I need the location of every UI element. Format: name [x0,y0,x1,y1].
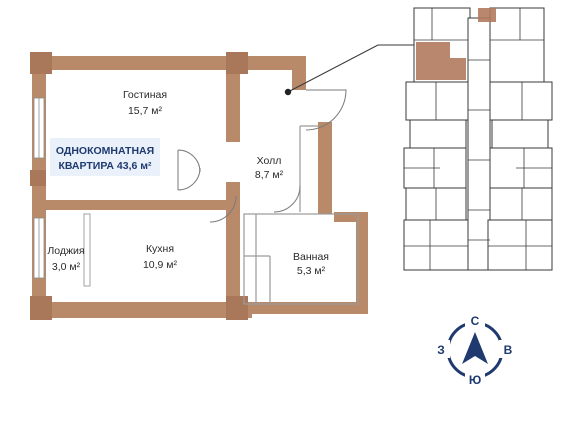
compass-north: С [471,314,480,328]
room-living-name: Гостиная [123,89,167,101]
inner-walls [243,125,359,305]
compass-arrow-icon [462,332,488,364]
highlighted-apartment [416,8,496,80]
apartment-type-badge: ОДНОКОМНАТНАЯ КВАРТИРА 43,6 м² [50,138,160,176]
building-floor-plan [403,7,553,271]
room-loggia-area: 3,0 м² [52,261,81,273]
compass-south: Ю [469,373,481,387]
doors [177,89,347,223]
compass-east: В [504,343,513,357]
room-living-area: 15,7 м² [128,105,163,117]
room-bathroom-name: Ванная [293,251,329,263]
room-loggia-name: Лоджия [47,245,84,257]
room-hall-name: Холл [257,155,282,167]
location-pointer [284,44,418,96]
compass-west: З [437,343,445,357]
room-kitchen-name: Кухня [146,243,174,255]
apartment-plan: ОДНОКОМНАТНАЯ КВАРТИРА 43,6 м² Гостиная … [30,44,418,320]
badge-line2: КВАРТИРА 43,6 м² [58,160,152,172]
windows [33,97,91,287]
badge-line1: ОДНОКОМНАТНАЯ [56,145,154,157]
room-bathroom-area: 5,3 м² [297,265,326,277]
room-hall-area: 8,7 м² [255,169,284,181]
room-kitchen-area: 10,9 м² [143,259,178,271]
outer-walls [30,52,368,320]
room-labels: Гостиная 15,7 м² Холл 8,7 м² Лоджия 3,0 … [47,89,329,277]
compass-rose: С Ю З В [434,312,515,387]
